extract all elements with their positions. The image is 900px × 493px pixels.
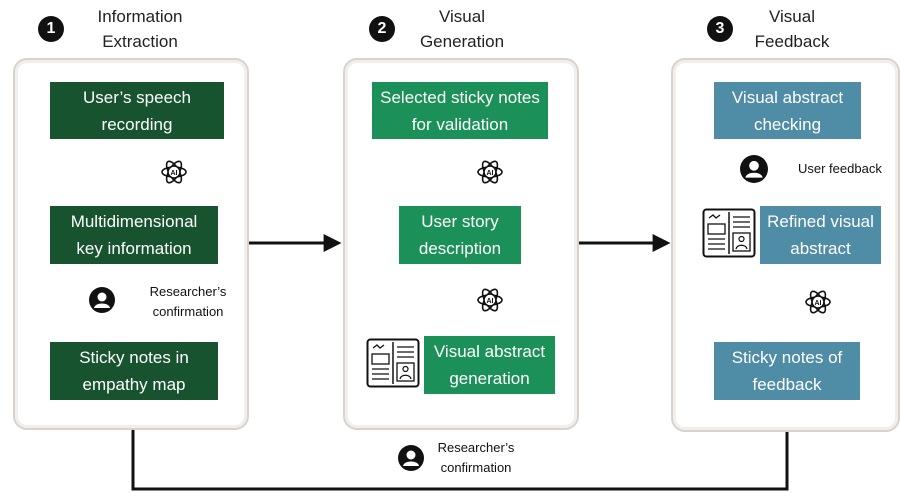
sticky-notes-feedback-box: Sticky notes of feedback <box>714 342 860 400</box>
svg-text:AI: AI <box>171 170 178 177</box>
feedback-loop-arrow <box>124 402 789 491</box>
svg-text:AI: AI <box>815 300 822 307</box>
user-feedback-note: User feedback <box>798 161 882 176</box>
researcher-confirmation-note-1: Researcher’s confirmation <box>149 284 227 319</box>
svg-text:AI: AI <box>487 170 494 177</box>
researcher-confirmation-note-2: Researcher’s confirmation <box>437 440 515 475</box>
person-icon <box>89 287 115 313</box>
stage-1-title: Information Extraction <box>97 7 183 51</box>
stage-1-badge: 1 <box>38 16 64 42</box>
selected-sticky-notes-box: Selected sticky notes for validation <box>372 82 548 139</box>
ai-brain-icon: AI <box>161 160 187 184</box>
stage-3-title: Visual Feedback <box>754 7 830 51</box>
person-icon <box>398 445 424 471</box>
ai-brain-icon: AI <box>477 288 503 312</box>
visual-abstract-checking-box: Visual abstract checking <box>714 82 861 139</box>
visual-abstract-document-icon <box>366 338 420 388</box>
person-icon <box>740 155 768 183</box>
stage-2-title: Visual Generation <box>419 7 505 51</box>
svg-text:AI: AI <box>487 298 494 305</box>
sticky-notes-empathy-box: Sticky notes in empathy map <box>50 342 218 400</box>
stage-2-badge: 2 <box>369 16 395 42</box>
visual-abstract-document-icon <box>702 208 756 258</box>
ai-brain-icon: AI <box>805 290 831 314</box>
refined-visual-abstract-box: Refined visual abstract <box>760 206 881 264</box>
key-information-box: Multidimensional key information <box>50 206 218 264</box>
speech-recording-box: User’s speech recording <box>50 82 224 139</box>
ai-brain-icon: AI <box>477 160 503 184</box>
user-story-box: User story description <box>399 206 521 264</box>
visual-abstract-generation-box: Visual abstract generation <box>424 336 555 394</box>
stage-3-badge: 3 <box>707 16 733 42</box>
